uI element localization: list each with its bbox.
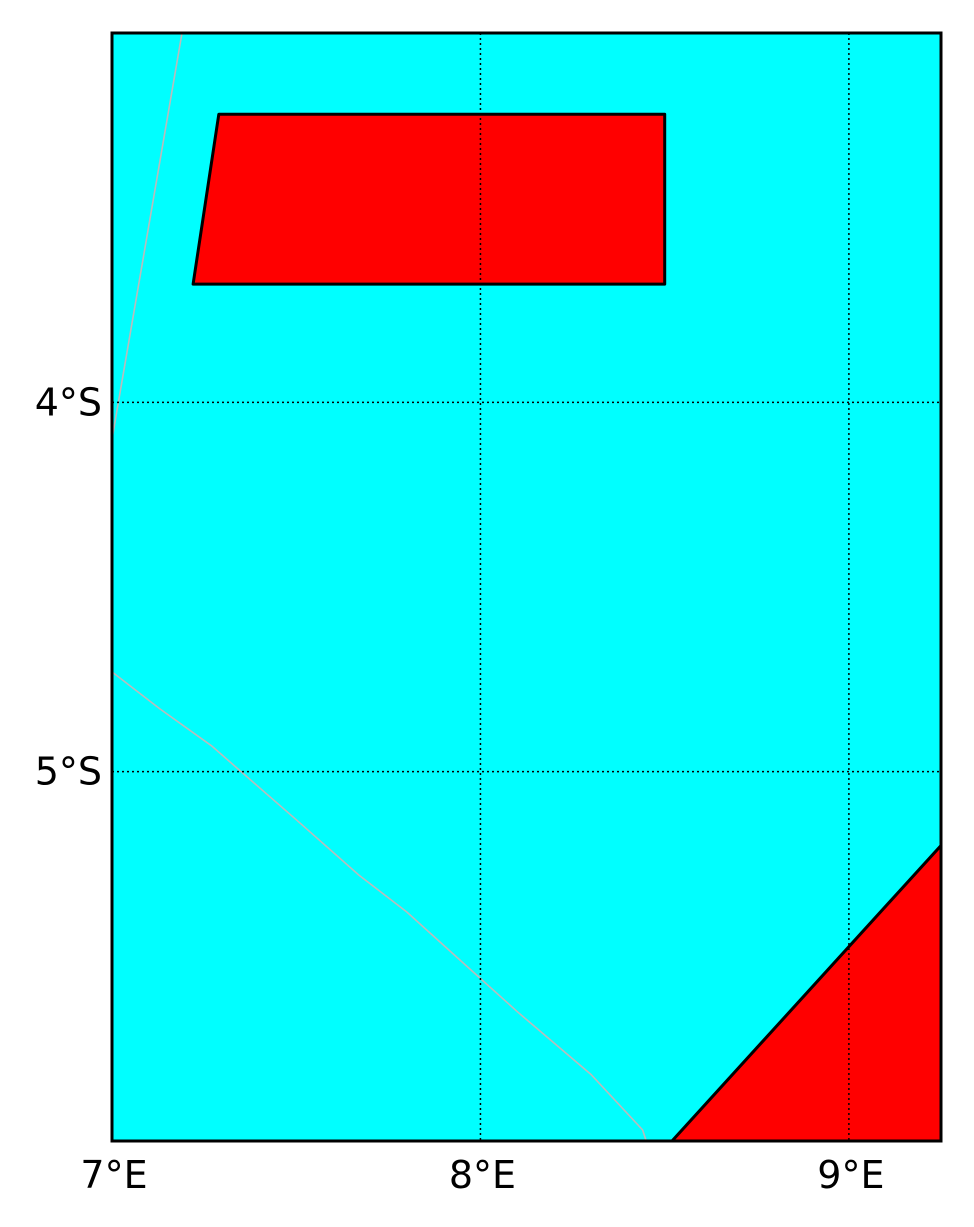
tick-labels: 7°E 8°E 9°E 4°S 5°S xyxy=(35,380,885,1197)
meridian-label: 8°E xyxy=(449,1153,516,1197)
meridian-label: 7°E xyxy=(80,1153,147,1197)
meridian-label: 9°E xyxy=(817,1153,884,1197)
graticule xyxy=(112,33,941,1141)
land-southeast xyxy=(670,844,941,1141)
land-north xyxy=(191,112,667,286)
boundary-layer xyxy=(112,33,647,1141)
boundary-north xyxy=(112,33,183,440)
land-layer xyxy=(191,112,941,1141)
parallel-label: 5°S xyxy=(35,750,102,794)
boundary-south xyxy=(112,671,647,1141)
parallel-label: 4°S xyxy=(35,380,102,424)
map-frame xyxy=(110,31,943,1143)
